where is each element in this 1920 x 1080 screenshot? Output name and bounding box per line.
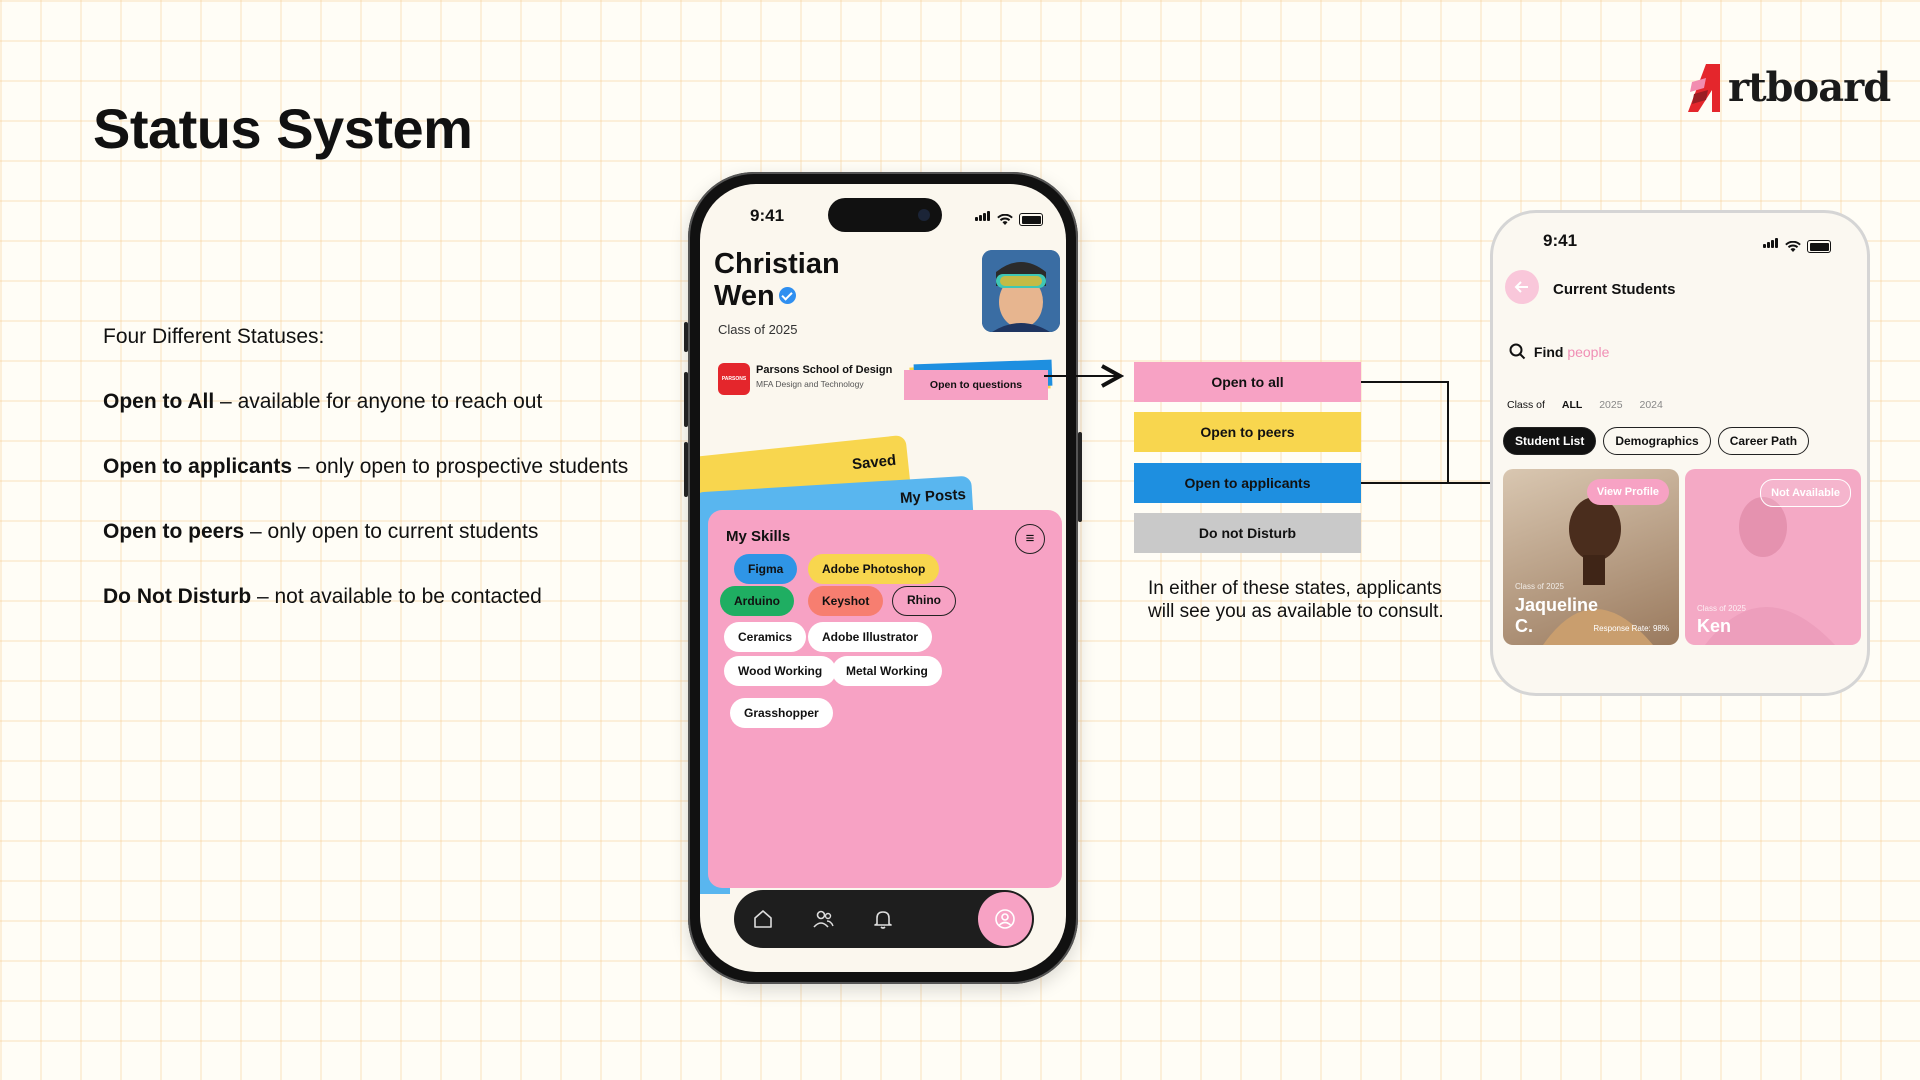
- search-icon: [1509, 343, 1526, 360]
- skill-chip[interactable]: Wood Working: [724, 656, 837, 686]
- view-profile-button[interactable]: View Profile: [1586, 479, 1669, 505]
- search-placeholder: people: [1567, 344, 1610, 360]
- intro-text: Four Different Statuses:: [103, 325, 325, 348]
- system-status-icons: [975, 208, 1043, 226]
- status-time: 9:41: [1543, 231, 1578, 250]
- signal-icon: [975, 208, 991, 226]
- tab-career-path[interactable]: Career Path: [1717, 427, 1810, 455]
- avatar[interactable]: [982, 250, 1060, 332]
- status-open-applicants[interactable]: Open to applicants: [1134, 463, 1361, 503]
- student-name: Jaqueline C.: [1515, 595, 1599, 636]
- status-item-open-all: Open to All – available for anyone to re…: [103, 391, 542, 412]
- bottom-nav: [734, 890, 1034, 948]
- menu-button[interactable]: ≡: [1015, 524, 1045, 554]
- page-title: Status System: [93, 97, 473, 160]
- students-phone-mockup: 9:41 Current Students Find people Class …: [1490, 210, 1870, 696]
- skills-title: My Skills: [726, 528, 791, 545]
- profile-icon: [995, 909, 1015, 929]
- student-name: Ken: [1697, 616, 1732, 636]
- system-status-icons: [1763, 235, 1831, 253]
- skill-chip[interactable]: Adobe Illustrator: [808, 622, 933, 652]
- school-name: Parsons School of Design: [756, 364, 893, 376]
- class-option-all[interactable]: ALL: [1561, 399, 1583, 411]
- status-item-dnd: Do Not Disturb – not available to be con…: [103, 586, 542, 607]
- profile-nav-button[interactable]: [978, 892, 1032, 946]
- school-program: MFA Design and Technology: [756, 379, 864, 389]
- status-chip-label: Open to questions: [904, 370, 1048, 400]
- status-open-peers[interactable]: Open to peers: [1134, 412, 1361, 452]
- home-icon[interactable]: [752, 908, 774, 930]
- status-item-open-peers: Open to peers – only open to current stu…: [103, 521, 538, 542]
- side-button: [684, 442, 688, 497]
- skill-chip[interactable]: Keyshot: [808, 586, 884, 616]
- search-label: Find: [1533, 344, 1564, 360]
- back-button[interactable]: [1505, 270, 1539, 304]
- search-input[interactable]: Find people: [1509, 343, 1609, 360]
- artboard-logo: rtboard: [1684, 56, 1891, 116]
- skill-chip[interactable]: Grasshopper: [730, 698, 833, 728]
- skills-card: My Skills ≡ Figma Adobe Photoshop Arduin…: [708, 510, 1062, 888]
- first-name: Christian: [714, 248, 840, 280]
- skill-chip[interactable]: Rhino: [892, 586, 956, 616]
- skill-chip[interactable]: Figma: [734, 554, 798, 584]
- avatar-photo: [982, 250, 1060, 332]
- signal-icon: [1763, 235, 1779, 253]
- power-button: [1078, 432, 1082, 522]
- battery-icon: [1807, 240, 1831, 253]
- status-desc: – only open to prospective students: [292, 455, 629, 478]
- status-note: In either of these states, applicants wi…: [1148, 578, 1444, 622]
- status-item-open-applicants: Open to applicants – only open to prospe…: [103, 456, 628, 477]
- screen-title: Current Students: [1553, 281, 1676, 298]
- status-term: Do Not Disturb: [103, 585, 252, 608]
- view-tabs: Student List Demographics Career Path: [1503, 427, 1810, 455]
- people-icon[interactable]: [812, 908, 834, 930]
- response-rate: Response Rate: 98%: [1593, 624, 1669, 633]
- status-time: 9:41: [750, 206, 785, 225]
- student-card[interactable]: Not Available Class of 2025 Ken: [1685, 469, 1861, 645]
- not-available-badge: Not Available: [1760, 479, 1851, 507]
- class-filter: Class of ALL 2025 2024: [1507, 399, 1677, 411]
- school-logo: PARSONS: [718, 363, 750, 395]
- student-card[interactable]: View Profile Class of 2025 Jaqueline C. …: [1503, 469, 1679, 645]
- status-desc: – available for anyone to reach out: [214, 390, 543, 413]
- bracket-line: [1361, 381, 1449, 483]
- skill-chip[interactable]: Arduino: [720, 586, 794, 616]
- student-class: Class of 2025: [1515, 582, 1564, 591]
- class-filter-label: Class of: [1507, 399, 1545, 411]
- status-desc: – only open to current students: [244, 520, 539, 543]
- status-open-all[interactable]: Open to all: [1134, 362, 1361, 402]
- status-term: Open to applicants: [103, 455, 293, 478]
- tab-student-list[interactable]: Student List: [1503, 427, 1597, 455]
- status-chip[interactable]: Open to questions: [904, 359, 1056, 406]
- profile-screen: 9:41 Christian Wen Class of 2025 PARSONS…: [700, 184, 1066, 972]
- class-year: Class of 2025: [718, 322, 798, 337]
- battery-icon: [1019, 213, 1043, 226]
- skill-chip[interactable]: Adobe Photoshop: [808, 554, 940, 584]
- status-desc: – not available to be contacted: [251, 585, 542, 608]
- side-button: [684, 372, 688, 427]
- tab-demographics[interactable]: Demographics: [1603, 427, 1711, 455]
- student-class: Class of 2025: [1697, 604, 1746, 613]
- profile-name: Christian Wen: [714, 248, 914, 312]
- skill-chip[interactable]: Metal Working: [832, 656, 942, 686]
- wifi-icon: [1785, 241, 1801, 252]
- student-photo: [1705, 497, 1835, 645]
- logo-wordmark: rtboard: [1728, 64, 1891, 111]
- logo-mark-icon: [1688, 64, 1720, 112]
- arrow-left-icon: [1514, 281, 1528, 293]
- last-name: Wen: [714, 280, 775, 312]
- verified-icon: [778, 286, 796, 304]
- wifi-icon: [997, 214, 1013, 225]
- class-option-2025[interactable]: 2025: [1599, 399, 1623, 411]
- side-button: [684, 322, 688, 352]
- class-option-2024[interactable]: 2024: [1639, 399, 1663, 411]
- student-photo: [1543, 497, 1653, 645]
- status-term: Open to peers: [103, 520, 245, 543]
- status-do-not-disturb[interactable]: Do not Disturb: [1134, 513, 1361, 553]
- skill-chip[interactable]: Ceramics: [724, 622, 807, 652]
- dynamic-island: [828, 198, 942, 232]
- bell-icon[interactable]: [872, 908, 894, 930]
- profile-phone-mockup: 9:41 Christian Wen Class of 2025 PARSONS…: [684, 172, 1082, 984]
- status-term: Open to All: [103, 390, 215, 413]
